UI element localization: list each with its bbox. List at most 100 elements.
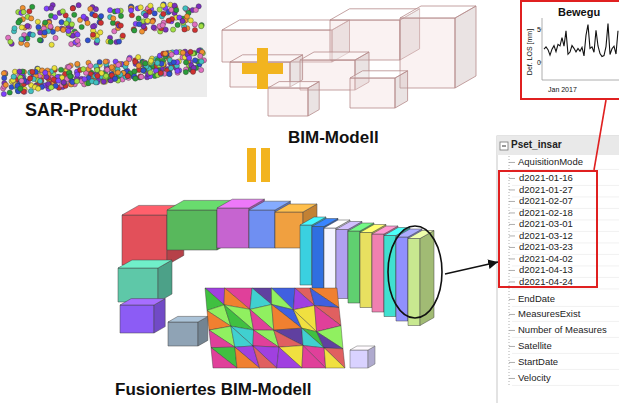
property-row: Pset_insar (511, 139, 562, 151)
sar-point (132, 28, 137, 33)
fused-roof-triangle (211, 347, 237, 368)
date-property-row: d2021-04-02 (519, 254, 573, 265)
sar-point (27, 76, 32, 81)
sar-point (16, 20, 21, 25)
sar-point (98, 20, 103, 25)
sar-point (103, 73, 108, 78)
tree-line (509, 156, 510, 386)
fused-roof-triangle (231, 326, 253, 347)
sar-point (2, 75, 7, 80)
fused-element (350, 346, 375, 350)
fused-roof-triangle (209, 326, 235, 347)
sar-point (113, 76, 118, 81)
sar-point (132, 69, 137, 74)
sar-point (167, 71, 172, 76)
sar-point (193, 7, 198, 12)
bim-wire-box (400, 18, 455, 88)
fused-slab (420, 231, 434, 326)
sar-point (52, 65, 57, 70)
fused-element (120, 299, 165, 305)
sar-point (136, 63, 141, 68)
property-row: Number of Measures (518, 325, 607, 336)
sar-point (171, 27, 176, 32)
sar-point (175, 22, 180, 27)
fused-roof-triangle (324, 348, 345, 368)
tree-tick (509, 314, 515, 315)
sar-point (166, 18, 171, 23)
chart-text: Def. LOS [mm] (526, 29, 534, 75)
tree-tick (509, 178, 515, 179)
sar-point (161, 2, 166, 7)
sar-point (145, 18, 150, 23)
tree-tick (509, 224, 515, 225)
tree-tick (509, 162, 515, 163)
sar-point (160, 23, 165, 28)
property-row: StartDate (518, 357, 558, 368)
sar-point (188, 18, 193, 23)
fused-slab (360, 233, 372, 308)
property-row: AquisitionMode (518, 157, 583, 168)
fused-roof-triangle (253, 346, 277, 368)
sar-point (137, 63, 142, 68)
sar-point (129, 13, 134, 18)
sar-point (128, 8, 133, 13)
sar-point (85, 20, 90, 25)
sar-point (19, 36, 24, 41)
image-caption: BIM-Modell (288, 128, 379, 148)
sar-point (199, 59, 204, 64)
property-panel (497, 136, 619, 403)
sar-point (167, 71, 172, 76)
fused-roof-triangle (317, 332, 343, 349)
chart-text: Bewegu (558, 6, 600, 19)
fused-roof-triangle (302, 346, 326, 368)
sar-point (155, 60, 160, 65)
tree-tick (509, 281, 515, 282)
sar-point (160, 3, 165, 8)
sar-point (49, 6, 54, 11)
sar-point (75, 61, 80, 66)
sar-point (61, 80, 66, 85)
sar-point (150, 19, 155, 24)
sar-point (30, 69, 35, 74)
row-separator (512, 288, 619, 289)
fused-slab (336, 230, 348, 299)
fused-element (118, 268, 158, 302)
sar-point (19, 78, 24, 83)
sar-point (133, 76, 138, 81)
sar-point (90, 32, 95, 37)
fused-element (122, 215, 167, 265)
bim-wire-box (350, 78, 395, 108)
sar-point (11, 74, 16, 79)
sar-point (101, 79, 106, 84)
sar-point (38, 79, 43, 84)
sar-point (88, 63, 93, 68)
date-property-row: d2021-02-07 (519, 196, 573, 207)
chart-tick (539, 29, 542, 62)
fused-element (275, 204, 317, 212)
sar-point (94, 67, 99, 72)
sar-point (55, 26, 60, 31)
sar-point (141, 67, 146, 72)
bim-wire-box (268, 82, 319, 88)
sar-point (70, 6, 75, 11)
sar-point (36, 24, 41, 29)
sar-point (198, 53, 203, 58)
sar-point (75, 32, 80, 37)
sar-point (66, 28, 71, 33)
sar-point (187, 55, 192, 60)
row-separator (512, 353, 619, 354)
date-property-row: d2021-04-24 (519, 277, 573, 288)
sar-point (19, 25, 24, 30)
sar-point (199, 24, 204, 29)
sar-point (148, 70, 153, 75)
fused-element (167, 210, 217, 250)
sar-point (104, 67, 109, 72)
fused-element (350, 350, 368, 368)
sar-point (50, 29, 55, 34)
sar-point (70, 5, 75, 10)
chart-text: 5 (537, 26, 541, 34)
row-separator (512, 321, 619, 322)
sar-point (107, 8, 112, 13)
sar-point (143, 61, 148, 66)
